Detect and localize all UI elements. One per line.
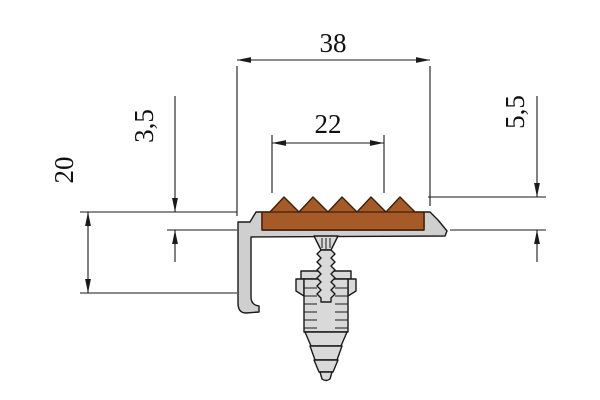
dimension-overall-width: 38 <box>236 28 431 216</box>
wall-plug-cone-step-3 <box>313 359 339 373</box>
wall-plug <box>295 270 357 382</box>
dimension-value-20: 20 <box>49 157 79 184</box>
dimension-leg-height: 20 <box>49 157 237 294</box>
dimension-value-22: 22 <box>315 109 342 139</box>
anti-slip-insert <box>261 196 425 231</box>
wall-plug-tip <box>319 371 333 382</box>
screw <box>313 235 339 303</box>
dimension-insert-thickness: 3,5 <box>129 96 237 262</box>
wall-plug-wing-left <box>295 278 305 297</box>
dimension-insert-height: 5,5 <box>428 95 546 262</box>
wall-plug-ribs <box>304 287 348 329</box>
insert-teeth <box>261 196 425 231</box>
wall-plug-wing-right <box>347 278 357 297</box>
dimension-insert-width: 22 <box>271 109 385 193</box>
wall-plug-cone-step-2 <box>309 345 343 361</box>
screw-threaded-shaft <box>316 249 336 303</box>
wall-plug-cone-step-1 <box>304 331 348 347</box>
dimension-value-5-5: 5,5 <box>500 95 530 129</box>
dimension-value-3-5: 3,5 <box>129 109 159 143</box>
dimension-value-38: 38 <box>320 28 347 58</box>
